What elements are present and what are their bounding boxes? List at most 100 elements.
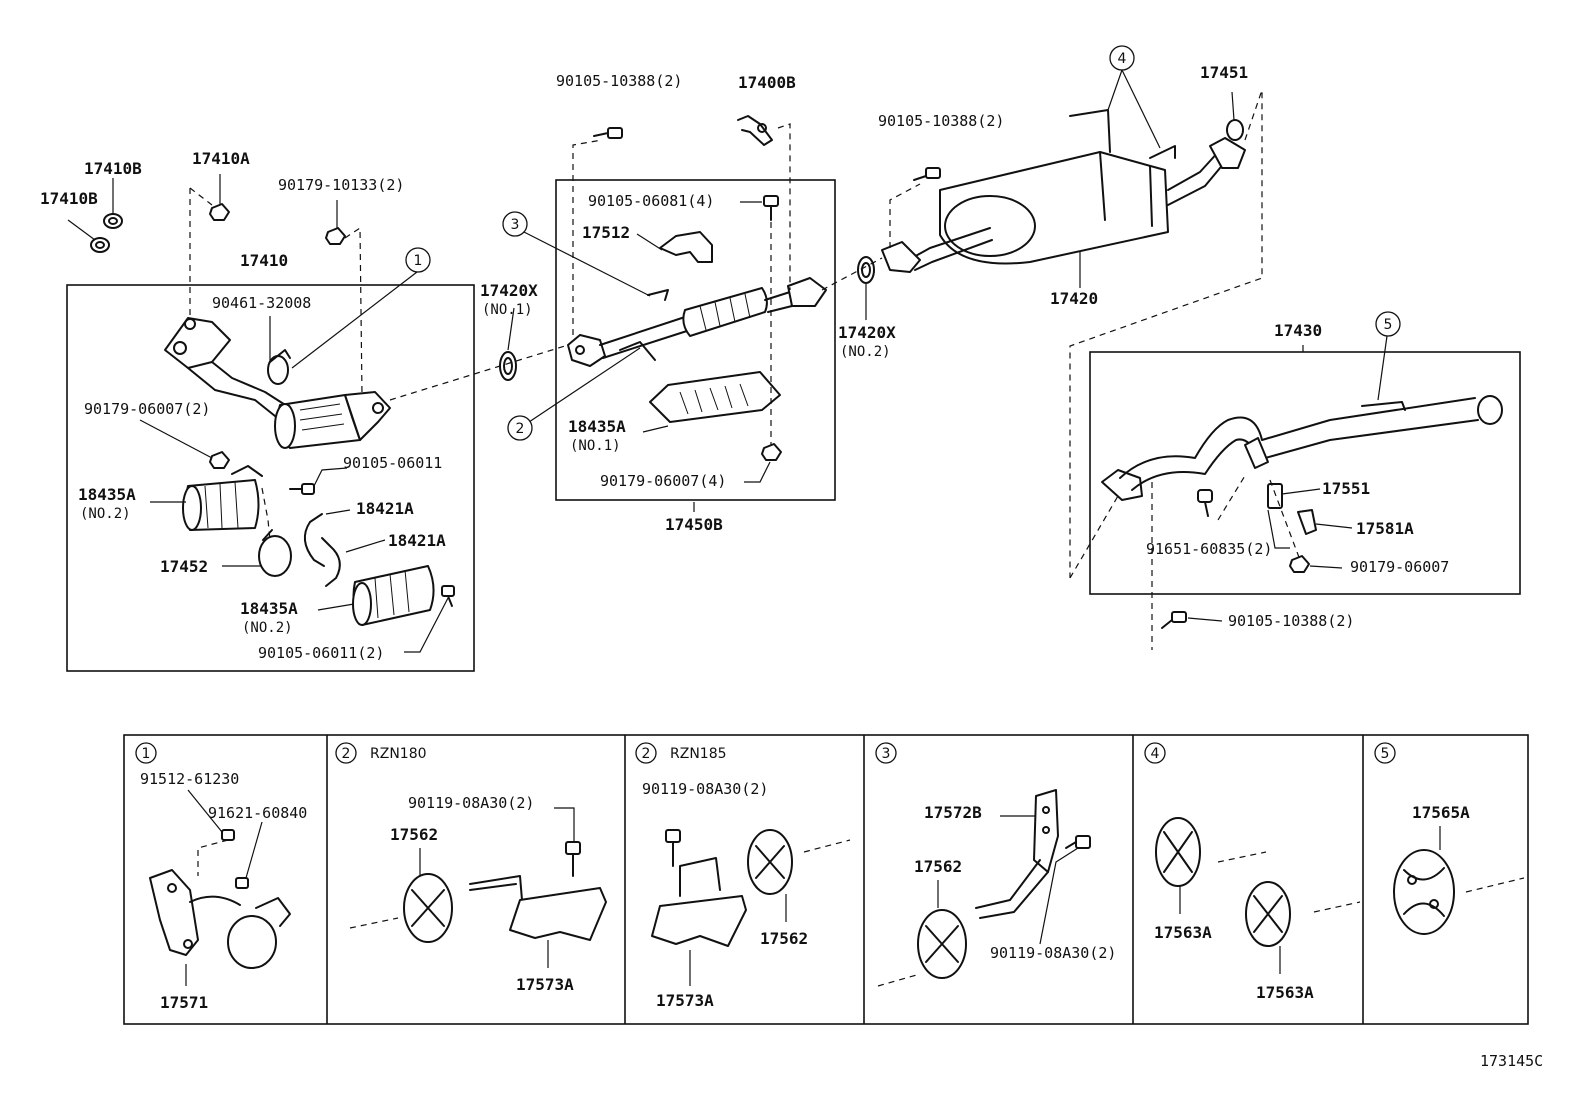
label-17451: 17451 <box>1200 63 1248 82</box>
bolt-90105-10388-b <box>913 167 941 181</box>
callout-4-label: 4 <box>1118 51 1127 67</box>
bolt-90105-06011-2 <box>441 585 455 607</box>
label-90105-06011: 90105-06011 <box>343 454 442 472</box>
label-17420X-no2-sub: (NO.2) <box>840 344 891 360</box>
callout-2-label: 2 <box>516 421 525 437</box>
label-18421A-2: 18421A <box>388 531 446 550</box>
muffler-17420 <box>881 137 1246 273</box>
label-17420X-no1-sub: (NO.1) <box>482 302 533 318</box>
label-17450B: 17450B <box>665 515 723 534</box>
label-17420X-no2: 17420X <box>838 323 896 342</box>
panel-2b-part-17573A: 17573A <box>656 991 714 1010</box>
callout-4: 4 <box>1109 45 1135 71</box>
label-90179-10133: 90179-10133(2) <box>278 176 404 194</box>
detail-panel-3: 3 17572B 17562 90119-08A30(2) <box>875 742 1116 987</box>
bolt-90105-06081 <box>763 195 779 221</box>
panel-4-callout: 4 <box>1151 746 1160 762</box>
label-17551: 17551 <box>1322 479 1370 498</box>
detail-panel-2-rzn180: 2 RZN180 90119-08A30(2) 17562 17573A <box>335 742 607 994</box>
panel-3-part-17562: 17562 <box>914 857 962 876</box>
nut-17410A <box>209 203 230 221</box>
nut-90179-06007-tail <box>1289 555 1310 573</box>
panel-1-part-17571: 17571 <box>160 993 208 1012</box>
label-17420: 17420 <box>1050 289 1098 308</box>
center-exhaust-pipe-17450B <box>567 277 827 367</box>
diagram-id: 173145C <box>1480 1052 1543 1070</box>
panel-2b-callout: 2 <box>642 746 651 762</box>
callout-5-label: 5 <box>1384 317 1393 333</box>
label-17420X-no1: 17420X <box>480 281 538 300</box>
panel-2b-part-17562: 17562 <box>760 929 808 948</box>
detail-panel-4: 4 17563A 17563A <box>1144 742 1361 1002</box>
panel-2b-part-90119: 90119-08A30(2) <box>642 780 768 798</box>
gasket-17451 <box>1226 119 1244 141</box>
gasket-17420X-no1 <box>499 351 517 381</box>
label-90105-06011-2: 90105-06011(2) <box>258 644 384 662</box>
bolt-91651-60835 <box>1197 489 1213 517</box>
hanger-17400B <box>737 115 773 146</box>
label-17410A: 17410A <box>192 149 250 168</box>
panel-2b-model: RZN185 <box>670 746 727 762</box>
label-17410B-left: 17410B <box>40 189 98 208</box>
label-17581A: 17581A <box>1356 519 1414 538</box>
panel-2a-callout: 2 <box>342 746 351 762</box>
label-17512: 17512 <box>582 223 630 242</box>
catalytic-shell-18435A-no2-lower <box>352 565 435 626</box>
panel-1-part-91621-60840: 91621-60840 <box>208 804 307 822</box>
label-18435A-no1: 18435A <box>568 417 626 436</box>
panel-4-part-17563A-2: 17563A <box>1256 983 1314 1002</box>
label-90179-06007-tail: 90179-06007 <box>1350 558 1449 576</box>
dashed-assembly-lines <box>189 89 1301 650</box>
panel-3-part-17572B: 17572B <box>924 803 982 822</box>
box-17450B-center-pipe <box>555 179 836 501</box>
label-90105-06081: 90105-06081(4) <box>588 192 714 210</box>
gasket-17410B-pair <box>90 213 123 253</box>
bracket-17512 <box>659 231 713 263</box>
clamp-18421A-pair <box>303 513 341 587</box>
catalytic-shell-18435A-no2-upper <box>182 465 263 531</box>
panel-2a-part-90119: 90119-08A30(2) <box>408 794 534 812</box>
leader-lines <box>67 69 1388 653</box>
label-18435A-no1-sub: (NO.1) <box>570 438 621 454</box>
label-90105-10388-b: 90105-10388(2) <box>878 112 1004 130</box>
nut-90179-06007-center <box>761 443 782 461</box>
panel-1-callout: 1 <box>142 746 151 762</box>
callout-3: 3 <box>502 211 528 237</box>
label-90461-32008: 90461-32008 <box>212 294 311 312</box>
nut-90179-10133 <box>325 227 346 245</box>
panel-1-part-91512-61230: 91512-61230 <box>140 770 239 788</box>
panel-3-part-90119: 90119-08A30(2) <box>990 944 1116 962</box>
label-17410B-top: 17410B <box>84 159 142 178</box>
tail-pipe-17430 <box>1101 395 1503 501</box>
label-90105-10388-a: 90105-10388(2) <box>556 72 682 90</box>
bolt-90105-10388-a <box>593 127 623 139</box>
label-90105-10388-c: 90105-10388(2) <box>1228 612 1354 630</box>
bolt-90105-10388-c <box>1161 611 1187 629</box>
label-18435A-no2-b-sub: (NO.2) <box>242 620 293 636</box>
detail-panel-1: 1 91512-61230 91621-60840 17571 <box>135 742 307 1012</box>
box-17430-tail-pipe <box>1089 351 1521 595</box>
bolt-90105-06011 <box>289 483 315 495</box>
callout-5: 5 <box>1375 311 1401 337</box>
callout-1: 1 <box>405 247 431 273</box>
panel-2a-part-17573A: 17573A <box>516 975 574 994</box>
nut-90179-06007-front <box>209 451 230 469</box>
gasket-17420X-no2 <box>857 256 875 284</box>
detail-panel-2-rzn185: 2 RZN185 90119-08A30(2) 17573A 17562 <box>635 742 851 1010</box>
callout-1-label: 1 <box>414 253 423 269</box>
callout-3-label: 3 <box>511 217 520 233</box>
panel-2a-model: RZN180 <box>370 746 427 762</box>
label-18435A-no2-a-sub: (NO.2) <box>80 506 131 522</box>
part-number-labels: 17410B 17410B 17410A 90179-10133(2) 1741… <box>40 63 1449 662</box>
label-90179-06007-2: 90179-06007(2) <box>84 400 210 418</box>
label-17400B: 17400B <box>738 73 796 92</box>
label-91651-60835: 91651-60835(2) <box>1146 540 1272 558</box>
label-18435A-no2-b: 18435A <box>240 599 298 618</box>
label-17410: 17410 <box>240 251 288 270</box>
hanger-callout-4-upper <box>1069 109 1176 159</box>
label-90179-06007-4: 90179-06007(4) <box>600 472 726 490</box>
sensor-17581A <box>1297 509 1317 535</box>
heat-insulator-18435A-no1 <box>649 371 781 423</box>
clamp-17452 <box>258 529 292 577</box>
